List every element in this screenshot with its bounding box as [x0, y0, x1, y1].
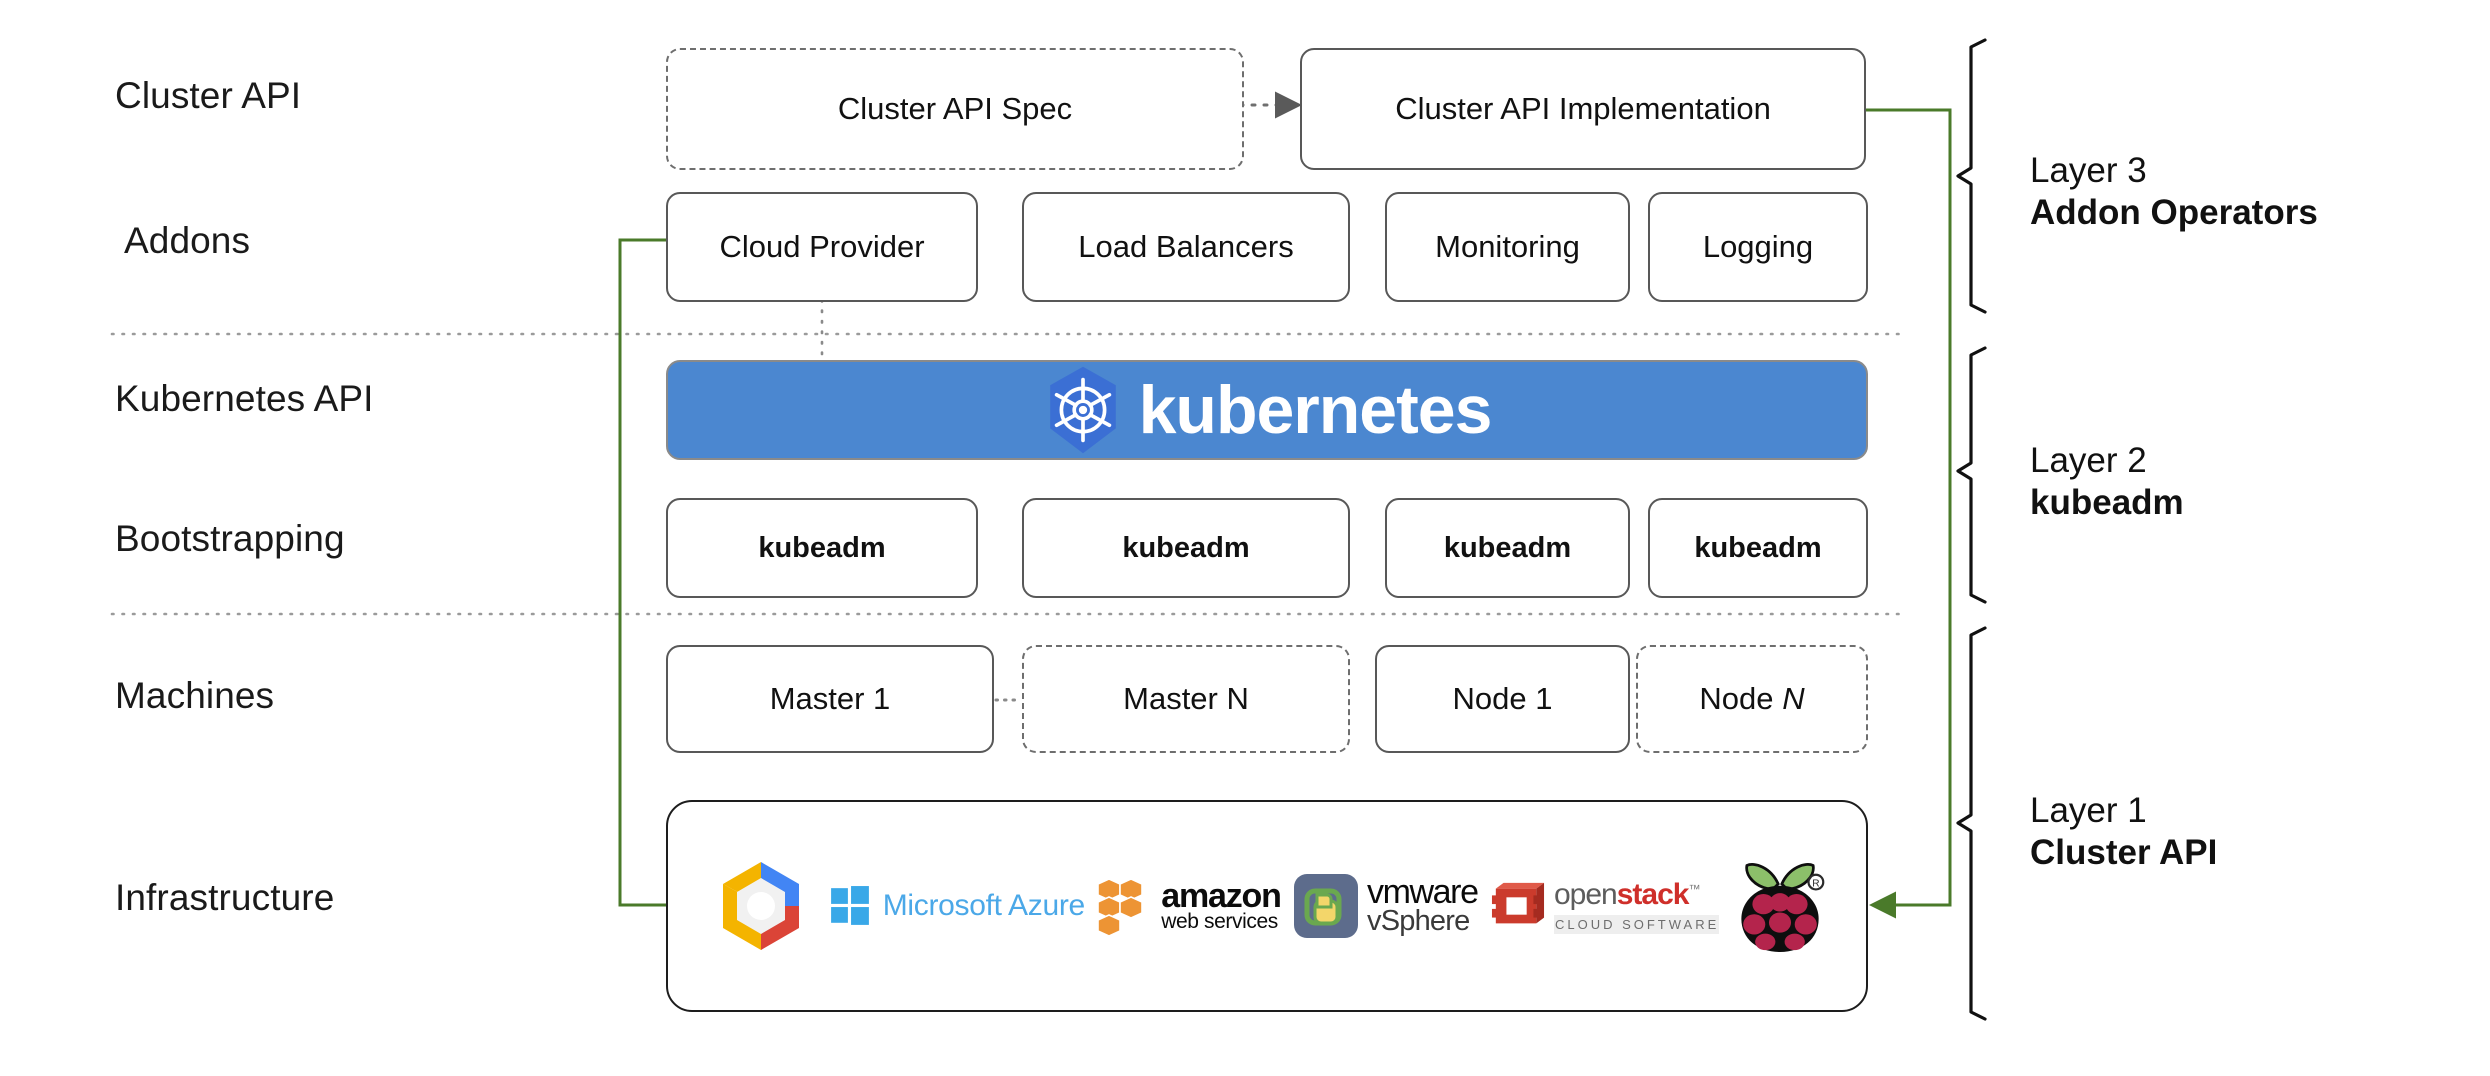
openstack-icon	[1491, 882, 1545, 924]
layer-2-name: kubeadm	[2030, 483, 2184, 522]
kubeadm-box-3[interactable]: kubeadm	[1385, 498, 1630, 598]
kubeadm-box-2[interactable]: kubeadm	[1022, 498, 1350, 598]
layer-1-label: Layer 1 Cluster API	[2030, 790, 2217, 874]
layer-3-number: Layer 3	[2030, 151, 2147, 190]
row-label-cluster-api: Cluster API	[115, 75, 302, 116]
vsphere-icon	[1294, 874, 1358, 938]
layer-2-number: Layer 2	[2030, 441, 2147, 480]
openstack-wordmark: openstack™	[1553, 878, 1700, 911]
logging-box[interactable]: Logging	[1648, 192, 1868, 302]
row-label-bootstrapping: Bootstrapping	[115, 518, 345, 559]
node-n-index: N	[1782, 681, 1805, 716]
master-1-box[interactable]: Master 1	[666, 645, 994, 753]
implementation-to-infrastructure-right-connector	[1864, 108, 1952, 919]
aws-cubes-icon	[1097, 878, 1144, 937]
load-balancers-box[interactable]: Load Balancers	[1022, 192, 1350, 302]
bracket-layer-2	[1956, 346, 1987, 604]
openstack-sublabel: CLOUD SOFTWARE	[1553, 915, 1720, 934]
aws-webservices-label: web services	[1161, 909, 1278, 933]
google-cloud-logo	[706, 856, 816, 956]
node-1-box[interactable]: Node 1	[1375, 645, 1630, 753]
kubernetes-helm-icon	[1043, 365, 1123, 455]
aws-logo: amazon web services	[1097, 875, 1282, 937]
bracket-layer-3	[1956, 38, 1987, 314]
layer-1-name: Cluster API	[2030, 833, 2218, 872]
kubeadm-box-1[interactable]: kubeadm	[666, 498, 978, 598]
svg-text:R: R	[1812, 879, 1819, 890]
layer-3-name: Addon Operators	[2030, 193, 2318, 232]
raspberry-pi-logo: R	[1732, 856, 1828, 956]
bracket-layer-1	[1956, 626, 1987, 1021]
row-label-addons: Addons	[124, 220, 251, 261]
windows-icon	[830, 886, 869, 925]
kubernetes-wordmark: kubernetes	[1138, 372, 1493, 448]
monitoring-box[interactable]: Monitoring	[1385, 192, 1630, 302]
vmware-label: vmware	[1367, 873, 1479, 912]
row-label-kubernetes-api: Kubernetes API	[115, 378, 374, 419]
microsoft-azure-logo: Microsoft Azure	[829, 885, 1085, 927]
master-n-box[interactable]: Master N	[1022, 645, 1350, 753]
layer-1-number: Layer 1	[2030, 791, 2147, 830]
cloud-provider-box[interactable]: Cloud Provider	[666, 192, 978, 302]
microsoft-azure-label: Microsoft Azure	[882, 889, 1086, 922]
vmware-vsphere-logo: vmware vSphere	[1293, 873, 1479, 939]
layer-2-label: Layer 2 kubeadm	[2030, 440, 2184, 524]
cluster-api-implementation-box[interactable]: Cluster API Implementation	[1300, 48, 1866, 170]
row-label-infrastructure: Infrastructure	[115, 877, 335, 918]
cluster-api-spec-box[interactable]: Cluster API Spec	[666, 48, 1244, 170]
layer-3-label: Layer 3 Addon Operators	[2030, 150, 2318, 234]
kubernetes-api-banner[interactable]: kubernetes	[666, 360, 1868, 460]
openstack-logo: openstack™ CLOUD SOFTWARE	[1490, 878, 1720, 934]
infrastructure-box[interactable]: Microsoft Azure amazon web services	[666, 800, 1868, 1012]
raspberry-icon: R	[1740, 863, 1824, 952]
vsphere-label: vSphere	[1367, 905, 1470, 938]
row-label-machines: Machines	[115, 675, 275, 716]
aws-amazon-label: amazon	[1161, 876, 1282, 915]
node-n-label: Node	[1699, 681, 1774, 716]
kubeadm-box-4[interactable]: kubeadm	[1648, 498, 1868, 598]
infrastructure-logo-strip: Microsoft Azure amazon web services	[668, 802, 1866, 1010]
